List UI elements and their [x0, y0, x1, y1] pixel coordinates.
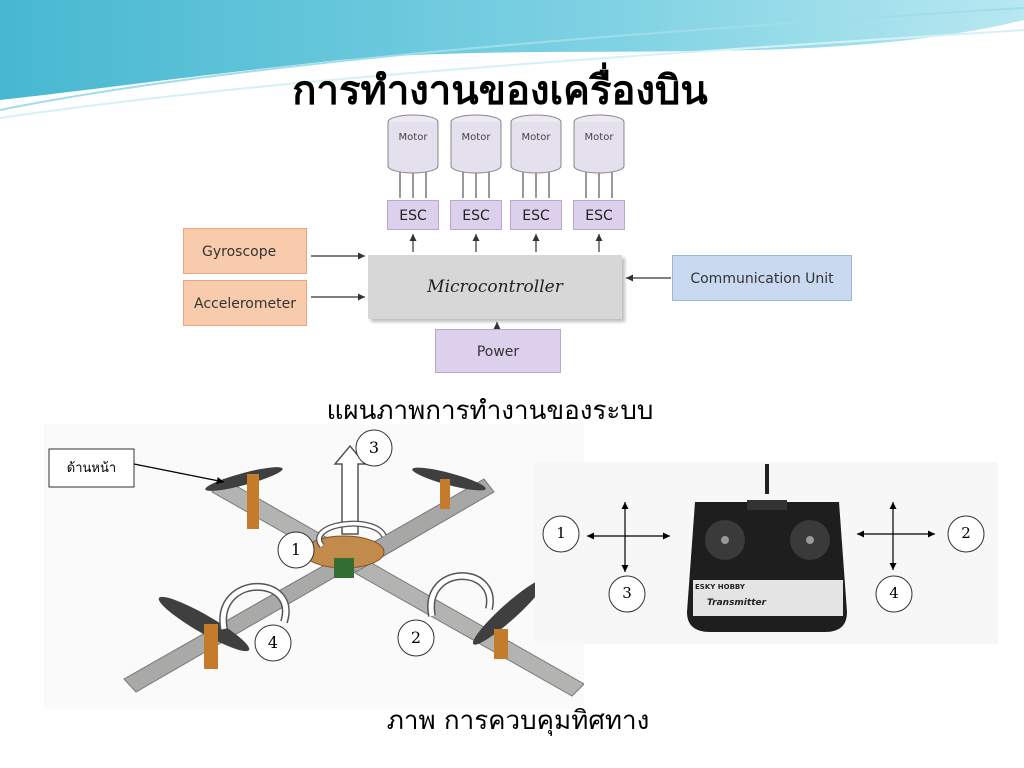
remote-illustration: [535, 462, 998, 644]
quadcopter-illustration: [44, 424, 585, 709]
motor-label: Motor: [521, 132, 551, 143]
motor-label: Motor: [461, 132, 491, 143]
remote-control-photo: 1 2 3 4 ESKY HOBBY Transmitter: [535, 462, 998, 644]
esc-2: ESC: [450, 200, 502, 230]
callout-1: 1: [290, 540, 302, 559]
motor-1: Motor: [387, 114, 439, 178]
esc-4: ESC: [573, 200, 625, 230]
motor-label: Motor: [584, 132, 614, 143]
remote-callout-4: 4: [889, 584, 899, 602]
remote-brand: ESKY HOBBY: [695, 583, 745, 591]
motor-2: Motor: [450, 114, 502, 178]
header-wave: [0, 0, 1024, 119]
motor-3: Motor: [510, 114, 562, 178]
slide-title: การทำงานของเครื่องบิน: [292, 68, 708, 114]
front-label: ด้านหน้า: [66, 461, 117, 476]
remote-callout-2: 2: [961, 524, 971, 542]
callout-4: 4: [267, 633, 279, 652]
motor-label: Motor: [398, 132, 428, 143]
accelerometer-box: Accelerometer: [183, 280, 307, 326]
diagram-connectors: [311, 170, 671, 332]
diagram-caption: แผนภาพการทำงานของระบบ: [326, 396, 654, 426]
microcontroller-box: Microcontroller: [368, 255, 622, 319]
power-box: Power: [435, 329, 561, 373]
gyroscope-box: Gyroscope: [183, 228, 307, 274]
photo-caption: ภาพ การควบคุมทิศทาง: [386, 706, 650, 736]
quadcopter-photo: ด้านหน้า 1 2 3 4: [44, 424, 585, 709]
remote-callout-3: 3: [622, 584, 632, 602]
esc-1: ESC: [387, 200, 439, 230]
callout-2: 2: [410, 628, 422, 647]
communication-unit-box: Communication Unit: [672, 255, 852, 301]
remote-model: Transmitter: [707, 598, 767, 608]
callout-3: 3: [368, 438, 380, 457]
system-block-diagram: Motor Motor Motor Motor ESC ESC ESC ESC …: [183, 110, 853, 378]
motor-4: Motor: [573, 114, 625, 178]
esc-3: ESC: [510, 200, 562, 230]
remote-callout-1: 1: [556, 524, 566, 542]
